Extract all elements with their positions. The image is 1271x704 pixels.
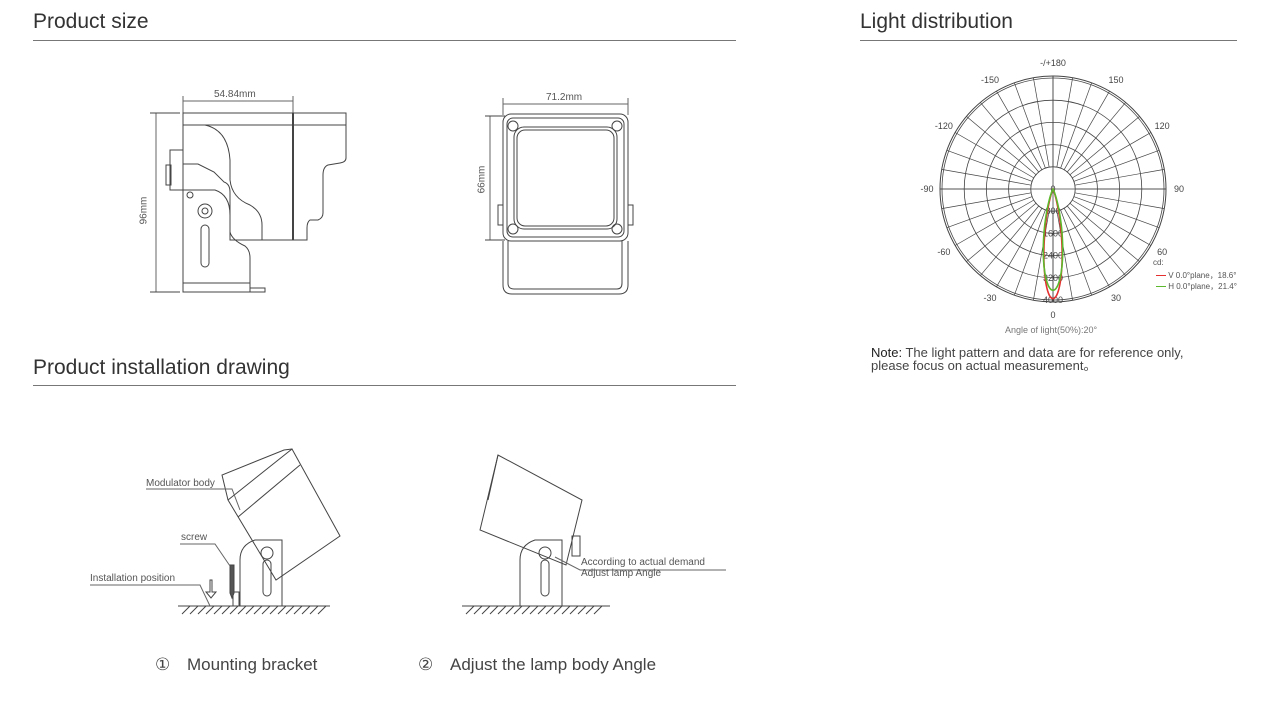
angle-tick-label: 90	[1174, 184, 1184, 194]
modulator-body-label: Modulator body	[146, 478, 215, 489]
demand-label: According to actual demand	[581, 557, 705, 568]
grid-spoke	[996, 90, 1043, 171]
installation-drawing-mount	[90, 448, 341, 615]
side-width-dimension: 54.84mm	[214, 89, 256, 100]
grid-spoke	[1073, 150, 1160, 182]
note-label: Note:	[871, 345, 903, 360]
light-distribution-heading: Light distribution	[860, 10, 1013, 33]
grid-spoke	[1014, 82, 1046, 169]
grid-spoke	[1066, 205, 1126, 276]
legend-swatch	[1156, 275, 1166, 277]
divider	[860, 40, 1237, 41]
angle-tick-label: 60	[1157, 247, 1167, 257]
grid-spoke	[1060, 209, 1092, 296]
grid-spoke	[1066, 102, 1126, 173]
step1-caption: Mounting bracket	[187, 655, 318, 674]
legend-item-h: H 0.0°plane，21.4°	[1156, 281, 1237, 292]
note-text: The light pattern and data are for refer…	[902, 345, 1184, 360]
grid-spoke	[1033, 77, 1050, 168]
legend-item-v: V 0.0°plane，18.6°	[1156, 270, 1236, 281]
radial-tick-label: 2400	[1043, 251, 1063, 261]
grid-spoke	[1069, 202, 1140, 262]
angle-tick-label: 120	[1155, 121, 1170, 131]
step2-caption: Adjust the lamp body Angle	[450, 655, 657, 674]
divider	[33, 385, 736, 386]
legend-swatch	[1156, 286, 1166, 288]
grid-spoke	[946, 196, 1033, 228]
grid-spoke	[966, 116, 1037, 176]
radial-tick-label: 1600	[1043, 228, 1063, 238]
grid-spoke	[941, 192, 1032, 209]
angle-tick-label: -30	[983, 293, 996, 303]
grid-spoke	[1063, 207, 1110, 288]
radial-tick-label: 3200	[1043, 273, 1063, 283]
grid-spoke	[941, 169, 1032, 186]
grid-spoke	[966, 202, 1037, 262]
grid-spoke	[1060, 82, 1092, 169]
angle-tick-label: 0	[1050, 310, 1055, 320]
angle-tick-label: -60	[937, 247, 950, 257]
front-view-drawing	[485, 98, 634, 295]
radial-tick-label: 800	[1045, 206, 1060, 216]
note: Note: The light pattern and data are for…	[871, 346, 1183, 372]
grid-spoke	[954, 132, 1035, 179]
side-view-drawing	[150, 96, 347, 293]
grid-spoke	[1056, 210, 1073, 301]
grid-spoke	[980, 102, 1040, 173]
grid-spoke	[1014, 209, 1046, 296]
adjust-angle-label: Adjust lamp Angle	[581, 568, 662, 579]
grid-spoke	[1056, 77, 1073, 168]
divider	[33, 40, 736, 41]
angle-tick-label: -150	[981, 75, 999, 85]
grid-spoke	[980, 205, 1040, 276]
grid-spoke	[996, 207, 1043, 288]
installation-position-label: Installation position	[90, 573, 176, 584]
series-curve	[1042, 187, 1064, 292]
radial-tick-label: 4000	[1043, 295, 1063, 305]
grid-spoke	[1073, 196, 1160, 228]
angle-tick-label: -90	[920, 184, 933, 194]
installation-heading: Product installation drawing	[33, 356, 290, 379]
chart-xlabel: Angle of light(50%):20°	[1005, 325, 1098, 335]
grid-spoke	[1033, 210, 1050, 301]
angle-tick-label: -/+180	[1040, 58, 1066, 68]
front-width-dimension: 71.2mm	[546, 92, 583, 103]
legend-unit: cd:	[1153, 258, 1164, 267]
grid-spoke	[1074, 192, 1165, 209]
product-size-heading: Product size	[33, 10, 149, 33]
step2-number: ②	[418, 655, 434, 674]
legend-label: V 0.0°plane，18.6°	[1168, 271, 1237, 280]
grid-spoke	[1074, 169, 1165, 186]
legend-label: H 0.0°plane，21.4°	[1168, 282, 1237, 291]
note-text-2: please focus on actual measurement。	[871, 358, 1097, 373]
screw-label: screw	[181, 532, 208, 543]
grid-spoke	[1069, 116, 1140, 176]
angle-tick-label: 30	[1111, 293, 1121, 303]
step1-number: ①	[155, 655, 171, 674]
grid-spoke	[1063, 90, 1110, 171]
angle-tick-label: 150	[1108, 75, 1123, 85]
grid-spoke	[1071, 199, 1152, 246]
grid-spoke	[1071, 132, 1152, 179]
grid-spoke	[954, 199, 1035, 246]
angle-tick-label: -120	[935, 121, 953, 131]
installation-drawing-adjust	[462, 454, 726, 615]
grid-spoke	[946, 150, 1033, 182]
